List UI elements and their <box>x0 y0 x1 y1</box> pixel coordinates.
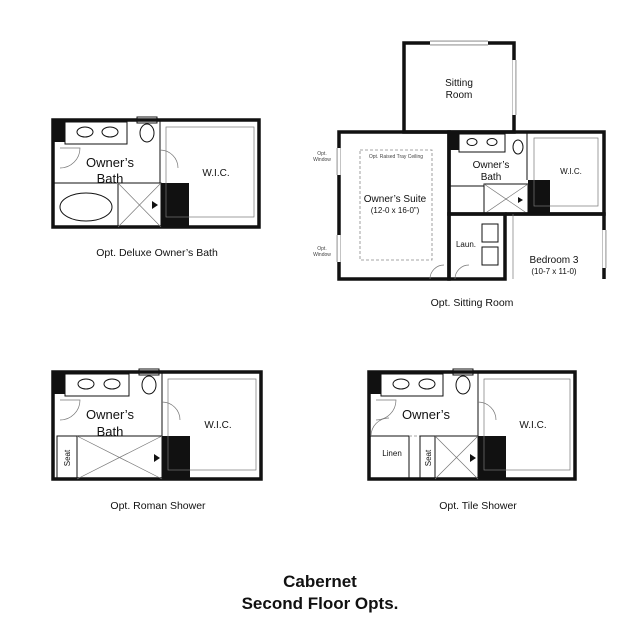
shower-diagonal <box>434 435 479 480</box>
room-label: Owner’s <box>473 160 510 171</box>
sink <box>76 126 94 138</box>
shower-head-icon <box>470 454 476 462</box>
sink <box>103 378 121 390</box>
washer <box>481 223 499 243</box>
wall-block <box>528 180 550 214</box>
shower-head-icon <box>154 454 160 462</box>
room-label: Owner’s <box>86 407 134 422</box>
ceiling-note: Opt. Raised Tray Ceiling <box>369 154 423 160</box>
toilet-bowl <box>139 123 155 143</box>
plan-caption: Opt. Sitting Room <box>431 297 514 309</box>
room-label: Bath <box>97 171 124 186</box>
door-swing <box>477 401 497 421</box>
shower-diagonal <box>117 182 162 228</box>
shower-head-icon <box>518 197 523 203</box>
closet-shelving <box>483 378 571 471</box>
closet-shelving <box>165 126 255 218</box>
seat-label: Seat <box>424 449 433 466</box>
sheet-subtitle: Second Floor Opts. <box>241 594 399 613</box>
window-note: Window <box>313 157 331 163</box>
closet-label: W.I.C. <box>202 168 229 179</box>
plan-deluxe-owners-bath: Owner’s Bath W.I.C. Opt. Deluxe Owner’s … <box>51 116 261 259</box>
dryer <box>481 246 499 266</box>
closet-shelving <box>167 378 257 471</box>
closet-shelving <box>533 137 599 207</box>
room-label: Owner’s <box>402 407 450 422</box>
toilet-bowl <box>141 375 157 395</box>
wall-block <box>449 132 459 150</box>
closet-label: W.I.C. <box>519 420 546 431</box>
toilet-tank <box>452 368 474 376</box>
shower <box>117 182 162 228</box>
room-label: Bath <box>97 424 124 439</box>
sink <box>77 378 95 390</box>
door-swing <box>161 401 181 421</box>
plan-sitting-room: Sitting Room Opt. Raised Tray Ceiling Ow… <box>313 40 607 309</box>
plan-caption: Opt. Roman Shower <box>110 500 206 512</box>
wall-block <box>161 183 189 227</box>
shower-diagonal <box>76 435 163 480</box>
door-swing <box>59 399 81 421</box>
door-swing <box>59 147 81 169</box>
sink <box>101 126 119 138</box>
vanity-counter <box>64 121 128 145</box>
sink <box>392 378 410 390</box>
door-swing <box>159 149 179 169</box>
toilet-tank <box>136 116 158 124</box>
wall-block <box>162 436 190 479</box>
vanity-counter <box>380 373 444 397</box>
toilet-bowl <box>512 139 524 155</box>
wall-block <box>53 372 65 394</box>
room-label: Bath <box>481 172 502 183</box>
door-swing <box>454 264 470 280</box>
room-label: Owner’s <box>86 155 134 170</box>
shower-head-icon <box>152 201 158 209</box>
room-label: Laun. <box>456 240 476 249</box>
vanity-counter <box>64 373 130 397</box>
toilet-tank <box>138 368 160 376</box>
vanity-counter <box>458 133 506 153</box>
wall-block <box>478 436 506 479</box>
room-label: Room <box>446 90 473 101</box>
room-label: Bedroom 3 <box>530 255 579 266</box>
sink <box>418 378 436 390</box>
window-note: Opt. <box>317 246 326 252</box>
window-note: Window <box>313 252 331 258</box>
door-swing <box>370 417 390 437</box>
door-swing <box>375 399 397 421</box>
wall-block <box>53 120 65 142</box>
room-dimensions: (12-0 x 16-0”) <box>371 206 420 215</box>
laundry-outline <box>447 212 507 281</box>
door-swing <box>429 264 445 280</box>
sink <box>486 138 498 146</box>
bathtub <box>59 192 113 222</box>
plan-caption: Opt. Tile Shower <box>439 500 517 512</box>
shower-diagonal <box>483 183 529 215</box>
closet-label: W.I.C. <box>204 420 231 431</box>
room-label: Sitting <box>445 78 473 89</box>
toilet-bowl <box>455 375 471 395</box>
sheet-title: Cabernet <box>283 572 357 591</box>
plan-roman-shower: Owner’s Bath W.I.C. Seat Opt. Roman Show… <box>51 368 263 512</box>
shower <box>434 435 479 480</box>
tray-ceiling <box>359 149 433 261</box>
linen-closet <box>368 435 410 480</box>
shower <box>76 435 163 480</box>
plan-caption: Opt. Deluxe Owner’s Bath <box>96 247 218 259</box>
wall-block <box>369 372 381 394</box>
closet-label: W.I.C. <box>560 167 582 176</box>
plan-tile-shower: Owner’s W.I.C. Linen Seat Opt. Tile Show… <box>367 368 577 512</box>
sink <box>466 138 478 146</box>
room-label: Owner’s Suite <box>364 194 427 205</box>
room-dimensions: (10-7 x 11-0) <box>531 267 577 276</box>
window-note: Opt. <box>317 151 326 157</box>
seat-label: Seat <box>63 449 72 466</box>
closet-label: Linen <box>382 449 402 458</box>
